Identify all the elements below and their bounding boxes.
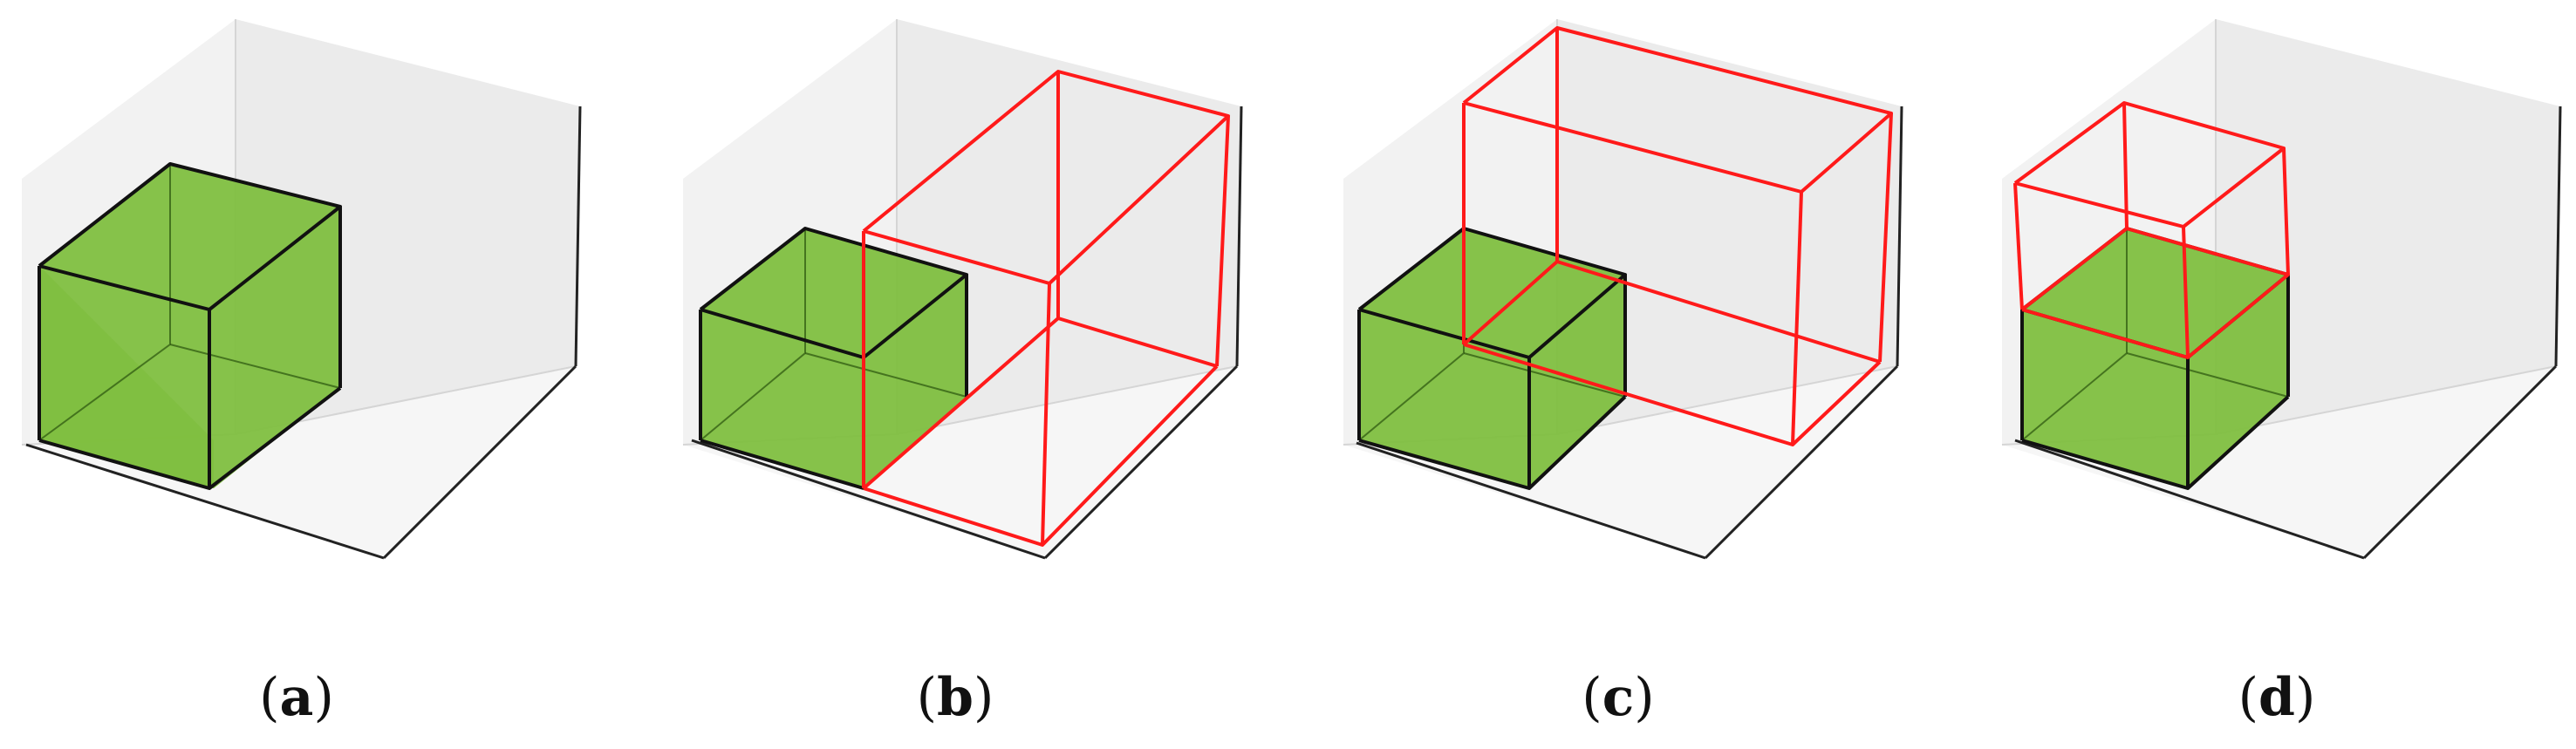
panel-c [1343, 19, 1903, 560]
caption-c: (c) [1582, 667, 1654, 728]
green-cube-c [1357, 227, 1627, 490]
green-cube-b [699, 227, 968, 490]
green-cube-a [38, 162, 342, 490]
caption-a: (a) [259, 667, 334, 728]
red-candidate-box-b [862, 70, 1230, 547]
caption-d: (d) [2238, 667, 2316, 728]
caption-b: (b) [917, 667, 994, 728]
panel-d [2001, 19, 2562, 560]
red-candidate-box-d [2013, 101, 2290, 359]
red-candidate-box-c [1462, 26, 1893, 446]
panel-a [21, 19, 582, 560]
panel-b [682, 19, 1243, 560]
